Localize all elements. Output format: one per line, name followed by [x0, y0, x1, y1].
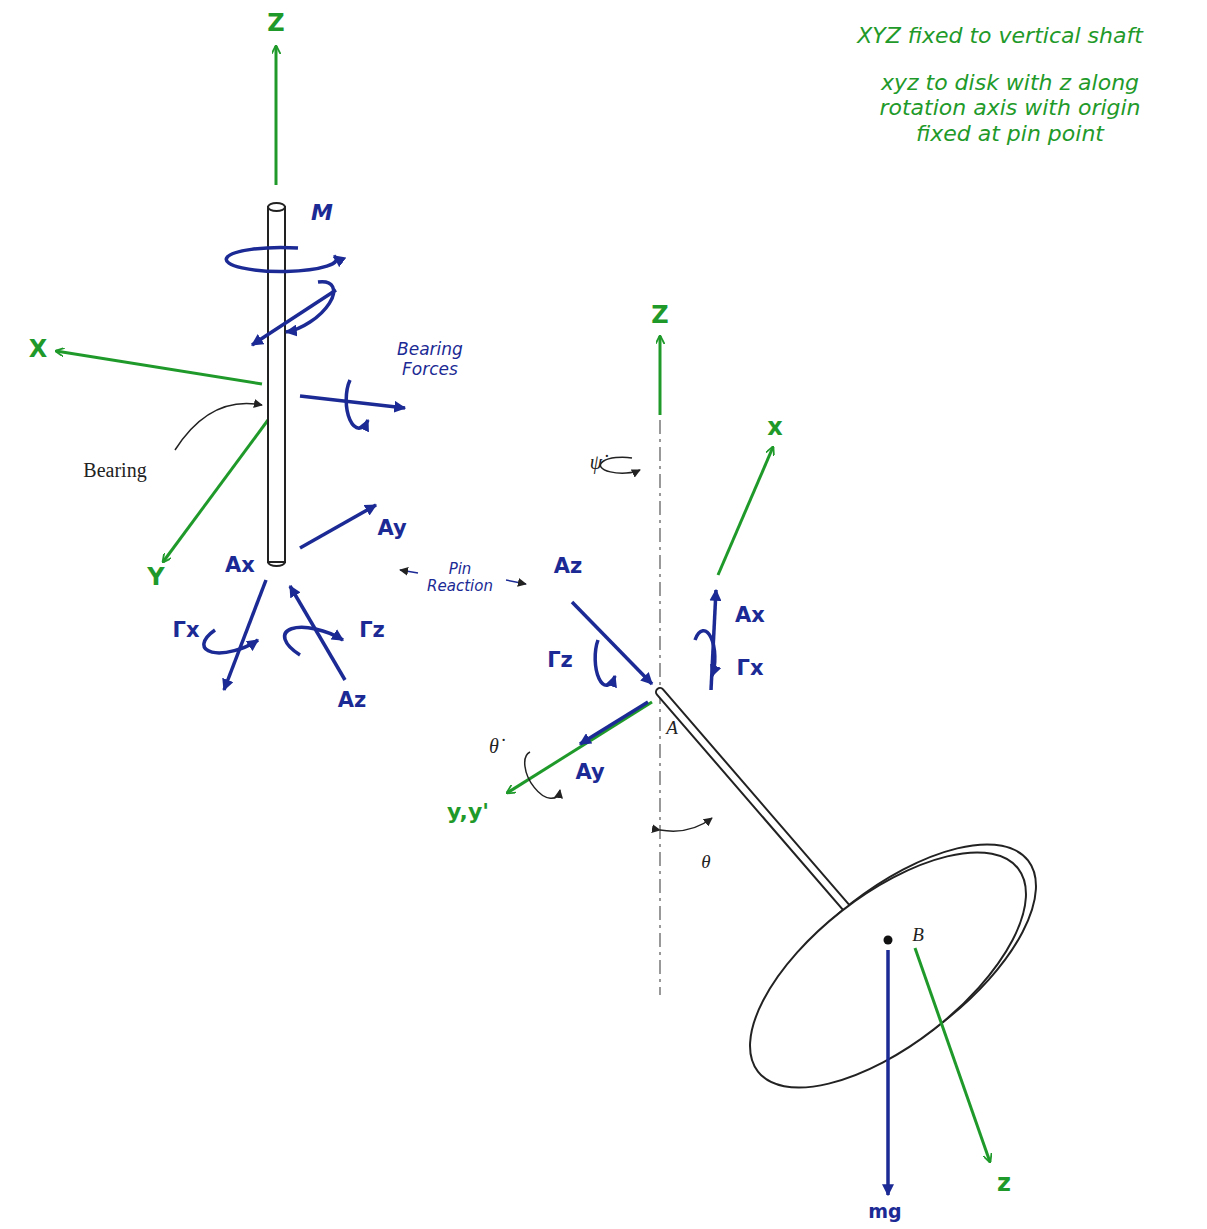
vertical-centerline	[659, 420, 660, 995]
axis-label: y,y'	[445, 799, 491, 824]
force-label: Ay	[375, 516, 408, 540]
axis-label: Z	[649, 302, 670, 330]
axis-label: x	[765, 414, 784, 442]
disk-axes	[507, 336, 773, 793]
frame-note: XYZ fixed to vertical shaft	[855, 23, 1145, 48]
point-label: A	[664, 717, 680, 739]
axis-label: X	[27, 336, 50, 364]
force-label: Az	[552, 554, 584, 578]
moment-label: Γx	[735, 656, 766, 680]
force-label: Ax	[223, 553, 257, 577]
disk-z-axis	[915, 948, 990, 1162]
rate-label: ψ̇	[588, 451, 604, 474]
moment-label: M	[309, 200, 335, 225]
part-label: Bearing	[81, 459, 148, 482]
rate-label: θ̇	[487, 735, 501, 758]
axis-label: z	[995, 1170, 1013, 1198]
shaft-axes	[56, 46, 276, 562]
force-label: Ax	[733, 603, 767, 627]
force-label: Ay	[573, 760, 606, 784]
force-note: Pin Reaction	[418, 561, 502, 596]
moment-label: Γz	[357, 618, 387, 642]
theta-dot-arrow	[525, 752, 560, 798]
moment-label: Γx	[171, 618, 202, 642]
pin-loads	[572, 590, 888, 1195]
shaft-loads	[204, 247, 405, 690]
bearing-leader	[175, 403, 262, 450]
disk-rod	[660, 692, 1074, 1131]
theta-arc	[660, 818, 712, 831]
point-label: B	[910, 924, 926, 946]
psi-dot-arrow	[600, 457, 640, 473]
vertical-shaft	[268, 203, 285, 566]
force-label: Az	[336, 688, 368, 712]
force-note: Bearing Forces	[383, 340, 477, 379]
axis-label: Z	[265, 10, 286, 38]
moment-label: Γz	[545, 648, 575, 672]
angle-label: θ	[699, 851, 712, 873]
axis-label: Y	[145, 564, 166, 592]
force-label: mg	[866, 1201, 903, 1223]
frame-note: xyz to disk with z along rotation axis w…	[858, 70, 1162, 146]
